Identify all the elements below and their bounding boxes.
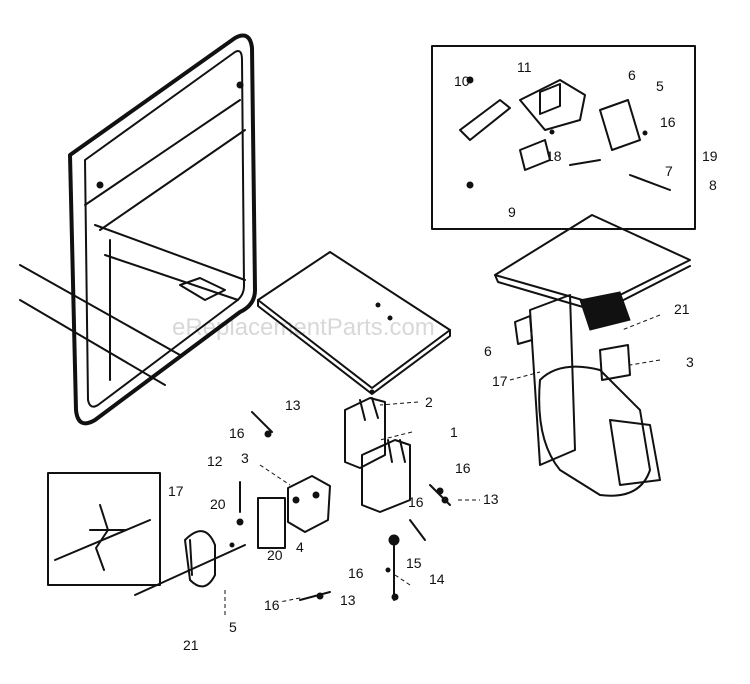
callout-17-left: 17 <box>168 483 184 499</box>
leader-lines <box>224 314 661 615</box>
callout-7: 7 <box>665 163 673 179</box>
callout-15: 15 <box>406 555 422 571</box>
callout-2: 2 <box>425 394 433 410</box>
callout-21-left: 21 <box>183 637 199 653</box>
callout-20-left: 20 <box>210 496 226 512</box>
callout-16-mid: 16 <box>408 494 424 510</box>
callout-18: 18 <box>546 148 562 164</box>
cord-assembly <box>134 530 246 596</box>
callout-11: 11 <box>517 59 532 75</box>
callout-21-right: 21 <box>674 301 690 317</box>
detail-inset-top-right <box>431 45 696 230</box>
callout-12: 12 <box>207 453 223 469</box>
receptacle-block <box>257 475 331 549</box>
callout-16-bottom: 16 <box>264 597 280 613</box>
callout-6-right: 6 <box>484 343 492 359</box>
tubular-frame <box>19 33 257 426</box>
bracket-2 <box>344 397 386 469</box>
hardware-fasteners <box>229 411 451 601</box>
callout-9: 9 <box>508 204 516 220</box>
watermark-text: eReplacementParts.com <box>172 314 435 341</box>
callout-5-top: 5 <box>656 78 664 94</box>
mounting-plate <box>257 251 451 395</box>
callout-13-top: 13 <box>285 397 301 413</box>
callout-16-right: 16 <box>455 460 471 476</box>
callout-6-top: 6 <box>628 67 636 83</box>
callout-3-right: 3 <box>686 354 694 370</box>
callout-labels: 1 2 3 3 4 5 5 6 6 7 8 9 10 11 12 13 13 1… <box>168 59 718 653</box>
callout-4: 4 <box>296 539 304 555</box>
bracket-1 <box>361 439 411 513</box>
callout-16-top: 16 <box>660 114 676 130</box>
callout-10: 10 <box>454 73 470 89</box>
callout-16-left: 16 <box>229 425 245 441</box>
detail-inset-left <box>47 472 161 586</box>
engine-assembly <box>494 214 691 497</box>
callout-17-right: 17 <box>492 373 508 389</box>
callout-13-right: 13 <box>483 491 499 507</box>
callout-3-left: 3 <box>241 450 249 466</box>
callout-19: 19 <box>702 148 718 164</box>
callout-14: 14 <box>429 571 445 587</box>
callout-8: 8 <box>709 177 717 193</box>
callout-16-low: 16 <box>348 565 364 581</box>
callout-1: 1 <box>450 424 458 440</box>
callout-13-bottom: 13 <box>340 592 356 608</box>
callout-20-bottom: 20 <box>267 547 283 563</box>
callout-5-left: 5 <box>229 619 237 635</box>
